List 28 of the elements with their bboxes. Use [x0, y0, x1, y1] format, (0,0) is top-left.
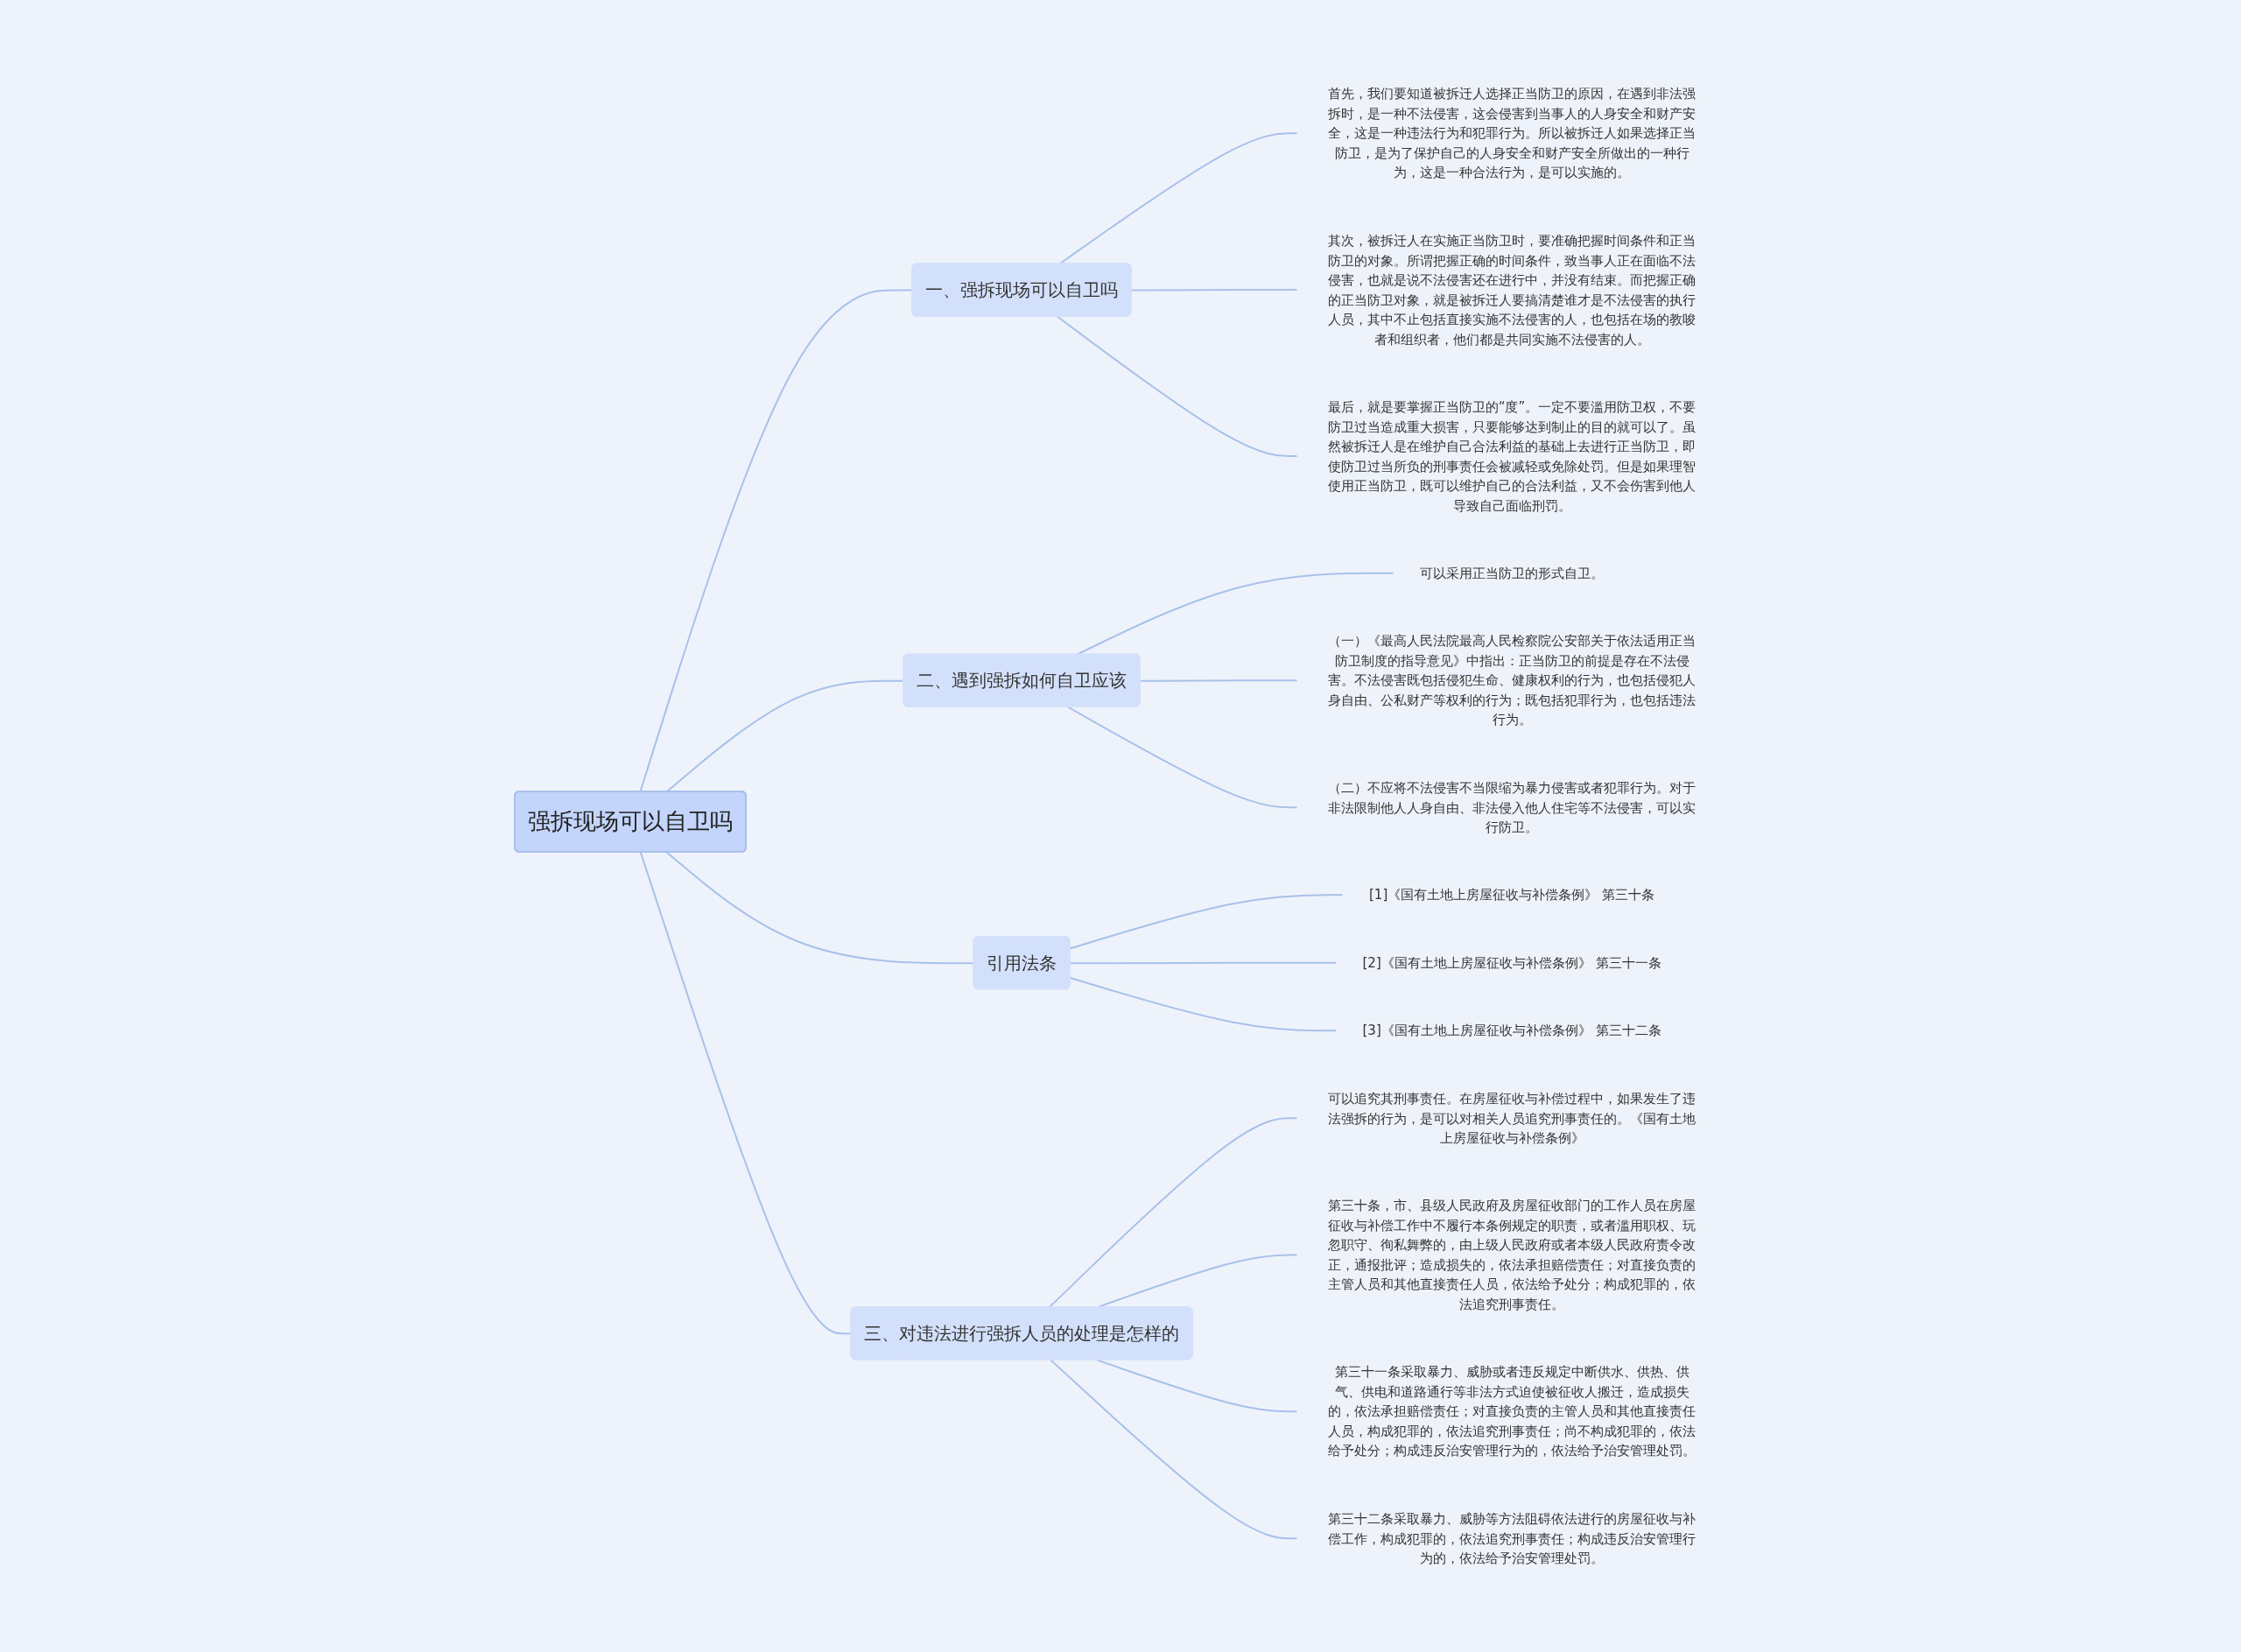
connector — [1096, 1359, 1298, 1413]
node-text: 最后，就是要掌握正当防卫的“度”。一定不要滥用防卫权，不要防卫过当造成重大损害，只要能够达到制止的目的就可以了。虽然被拆迁人是在维护自己合法利益的基础上去进行正当防卫，即使防卫过当所负的刑事责任会被减轻或免除处罚。但是如果理智使用正当防卫，既可以维护自己的合法利益，又不会伤害到他人导致自己面临刑罚。 — [1327, 398, 1697, 513]
connector — [665, 679, 905, 793]
node-text: [1]《国有土地上房屋征收与补偿条例》 第三十条 — [1368, 887, 1655, 903]
node-text: （一）《最高人民法院最高人民检察院公安部关于依法适用正当防卫制度的指导意见》中指出：正当防卫的前提是存在不法侵害。不法侵害既包括侵犯生命、健康权利的行为，也包括侵犯人身自由、公私财产等权利的行为；既包括犯罪行为，也包括违法行为。 — [1328, 633, 1696, 728]
connector — [1075, 572, 1394, 656]
node-text: （二）不应将不法侵害不当限缩为暴力侵害或者犯罪行为。对于非法限制他人人身自由、非法侵入他人住宅等不法侵害，可以实行防卫。 — [1328, 779, 1696, 835]
node-text: 第三十条，市、县级人民政府及房屋征收部门的工作人员在房屋征收与补偿工作中不履行本条例规定的职责，或者滥用职权、玩忽职守、徇私舞弊的，由上级人民政府或者本级人民政府责令改正，通报批评；造成损失的，依法承担赔偿责任；对直接负责的主管人员和其他直接责任人员，依法给予处分；构成犯罪的，依法追究刑事责任。 — [1328, 1198, 1696, 1312]
node-text: 第三十一条采取暴力、威胁或者违反规定中断供水、供热、供气、供电和道路通行等非法方式迫使被征收人搬迁，造成损失的，依法承担赔偿责任；对直接负责的主管人员和其他直接责任人员，构成犯罪的，依法追究刑事责任；尚不构成犯罪的，依法给予处分；构成违反治安管理行为的，依法给予治安管理处罚。 — [1328, 1364, 1696, 1459]
connector — [1139, 679, 1298, 682]
connector — [1069, 976, 1338, 1032]
connector — [1069, 961, 1338, 965]
connector — [639, 851, 853, 1335]
connector — [665, 851, 975, 965]
node-text: 首先，我们要知道被拆迁人选择正当防卫的原因，在遇到非法强拆时，是一种不法侵害，这会侵害到当事人的人身安全和财产安全，这是一种违法行为和犯罪行为。所以被拆迁人如果选择正当防卫，是为了保护自己的人身安全和财产安全所做出的一种行为，这是一种合法行为，是可以实施的。 — [1328, 86, 1696, 180]
connector — [1069, 894, 1344, 950]
connector — [1130, 289, 1298, 292]
node-text: 第三十二条采取暴力、威胁等方法阻碍依法进行的房屋征收与补偿工作，构成犯罪的，依法追究刑事责任；构成违反治安管理行为的，依法给予治安管理处罚。 — [1328, 1510, 1696, 1566]
node-text: [3]《国有土地上房屋征收与补偿条例》 第三十二条 — [1362, 1023, 1661, 1038]
connector — [1067, 706, 1298, 809]
connector — [1056, 315, 1298, 457]
node-text: 可以采用正当防卫的形式自卫。 — [1420, 565, 1604, 581]
node-text: [2]《国有土地上房屋征收与补偿条例》 第三十一条 — [1362, 954, 1661, 971]
node-text: 其次，被拆迁人在实施正当防卫时，要准确把握时间条件和正当防卫的对象。所谓把握正确的时间条件，致当事人正在面临不法侵害，也就是说不法侵害还在进行中，并没有结束。而把握正确的正当防卫对象，就是被拆迁人要搞清楚谁才是不法侵害的执行人员，其中不止包括直接实施不法侵害的人，也包括在场的教唆者和组织者，他们都是共同实施不法侵害的人。 — [1328, 232, 1696, 347]
node-text: 可以追究其刑事责任。在房屋征收与补偿过程中，如果发生了违法强拆的行为，是可以对相关人员追究刑事责任的。《国有土地上房屋征收与补偿条例》 — [1328, 1090, 1696, 1146]
connector — [1050, 1359, 1298, 1540]
connector — [639, 289, 914, 793]
connector — [1058, 132, 1298, 265]
